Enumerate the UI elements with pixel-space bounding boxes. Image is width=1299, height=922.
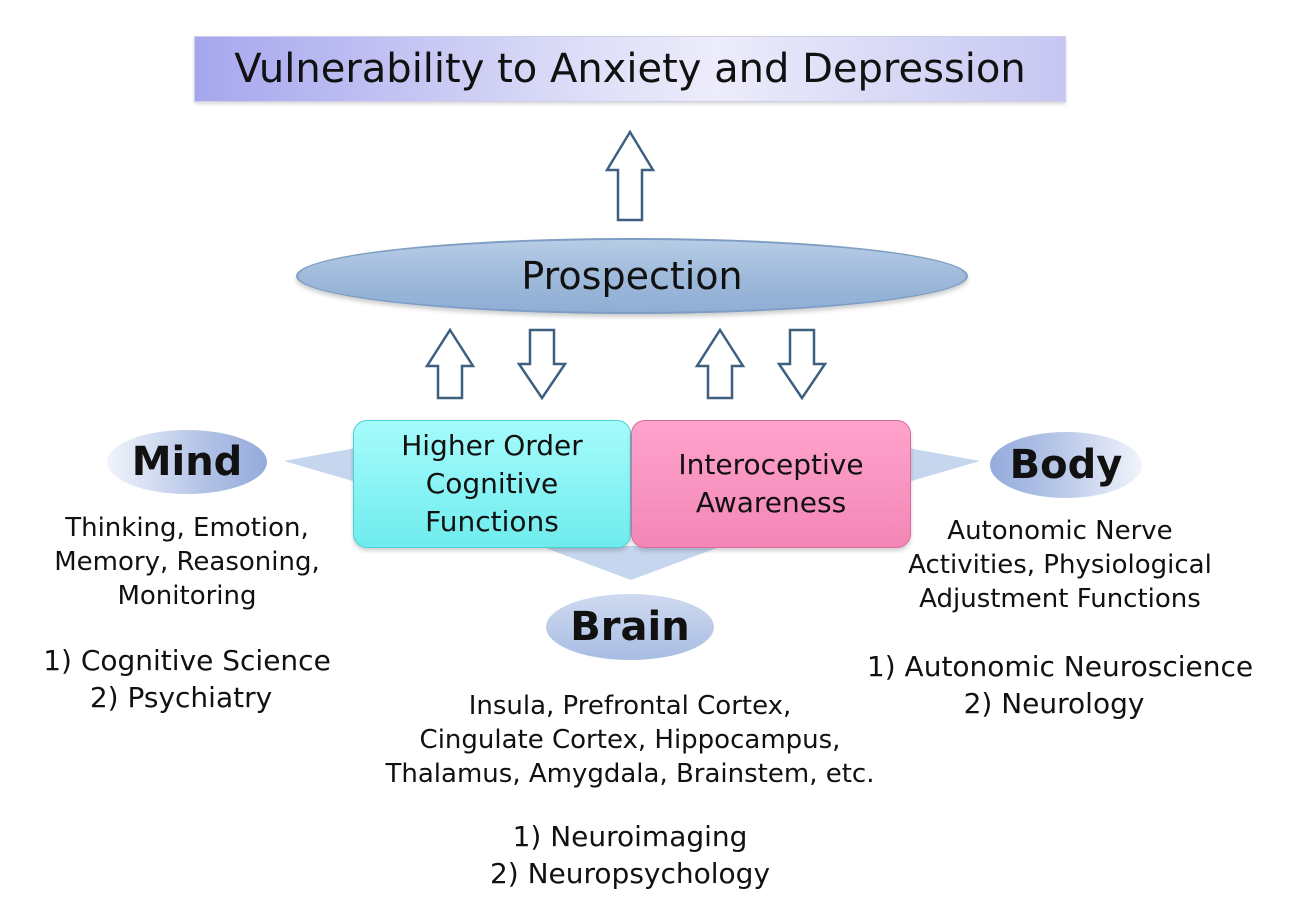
ia-line-1: Interoceptive (678, 448, 864, 481)
hoc-line-2: Cognitive (425, 467, 559, 500)
brain-description: Insula, Prefrontal Cortex, Cingulate Cor… (350, 689, 910, 791)
body-label: Body (1009, 442, 1123, 488)
hoc-line-1: Higher Order (401, 429, 583, 462)
mind-field-2: 2) Psychiatry (89, 681, 273, 714)
brain-field-1: 1) Neuroimaging (512, 820, 748, 853)
arrow-down-hoc-icon (516, 328, 568, 401)
brain-desc-line-1: Insula, Prefrontal Cortex, (468, 691, 792, 721)
brain-desc-line-2: Cingulate Cortex, Hippocampus, (419, 725, 841, 755)
arrow-up-ia-icon (694, 327, 746, 400)
brain-desc-line-3: Thalamus, Amygdala, Brainstem, etc. (385, 759, 875, 789)
ia-line-2: Awareness (695, 486, 847, 519)
brain-connector (540, 546, 722, 580)
arrow-up-hoc-icon (424, 327, 476, 400)
brain-fields: 1) Neuroimaging 2) Neuropsychology (430, 818, 830, 892)
brain-field-2: 2) Neuropsychology (489, 857, 771, 890)
body-desc-line-1: Autonomic Nerve (947, 516, 1173, 546)
body-desc-line-2: Activities, Physiological (908, 550, 1212, 580)
mind-desc-line-1: Thinking, Emotion, (65, 513, 309, 543)
mind-connector (284, 448, 356, 482)
mind-fields: 1) Cognitive Science 2) Psychiatry (17, 642, 357, 716)
hoc-line-3: Functions (425, 505, 559, 538)
mind-field-1: 1) Cognitive Science (43, 644, 331, 677)
body-fields: 1) Autonomic Neuroscience 2) Neurology (850, 648, 1270, 722)
prospection-ellipse: Prospection (296, 238, 968, 314)
brain-label: Brain (570, 604, 690, 650)
body-field-1: 1) Autonomic Neuroscience (866, 650, 1254, 683)
arrow-up-to-title-icon (604, 129, 656, 222)
title-text: Vulnerability to Anxiety and Depression (234, 46, 1026, 92)
body-description: Autonomic Nerve Activities, Physiologica… (890, 514, 1230, 616)
body-connector (908, 448, 980, 482)
mind-description: Thinking, Emotion, Memory, Reasoning, Mo… (27, 511, 347, 613)
interoceptive-awareness-box: Interoceptive Awareness (631, 420, 911, 548)
mind-label: Mind (131, 439, 243, 485)
mind-desc-line-2: Memory, Reasoning, (54, 547, 320, 577)
mind-desc-line-3: Monitoring (117, 581, 257, 611)
body-ellipse: Body (990, 432, 1142, 498)
body-desc-line-3: Adjustment Functions (919, 584, 1201, 614)
title-banner: Vulnerability to Anxiety and Depression (194, 36, 1066, 102)
prospection-label: Prospection (521, 254, 743, 298)
higher-order-cognitive-functions-box: Higher Order Cognitive Functions (353, 420, 631, 548)
brain-ellipse: Brain (546, 594, 714, 660)
body-field-2: 2) Neurology (963, 687, 1145, 720)
arrow-down-ia-icon (776, 328, 828, 401)
mind-ellipse: Mind (107, 430, 267, 494)
